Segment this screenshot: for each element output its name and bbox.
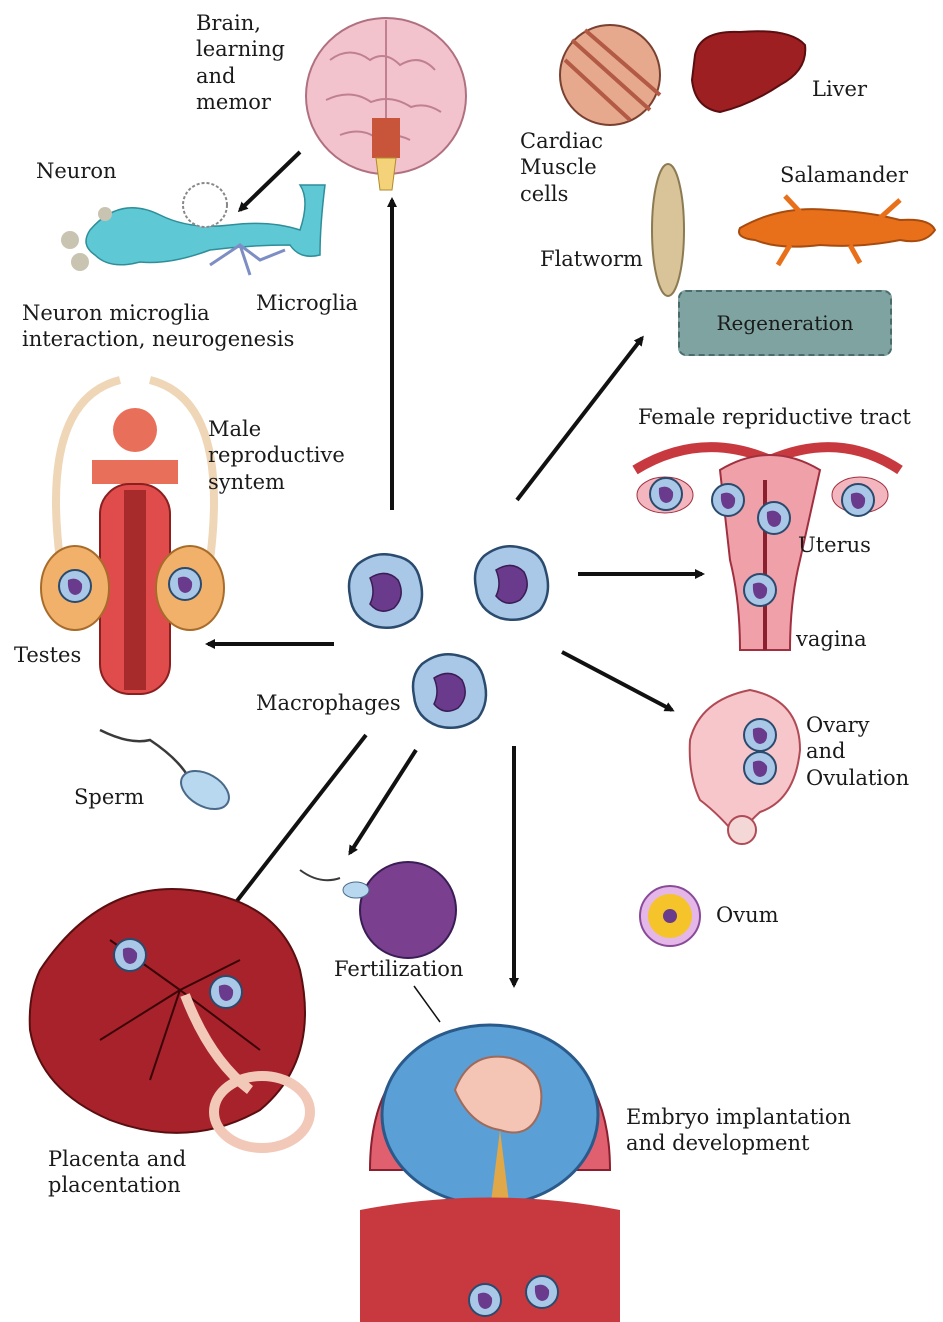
testes-label: Testes xyxy=(14,642,81,668)
arrow-brain-label xyxy=(240,152,300,210)
cardiac-label: Cardiac Muscle cells xyxy=(520,128,603,207)
ovum-label: Ovum xyxy=(716,902,779,928)
flatworm-icon xyxy=(652,164,684,296)
arrows xyxy=(208,152,702,1022)
arrow-to-regeneration xyxy=(517,338,642,500)
liver-icon xyxy=(692,31,805,112)
regeneration-box: Regeneration xyxy=(678,290,892,356)
ovary-label: Ovary and Ovulation xyxy=(806,712,909,791)
ovary-icon xyxy=(690,690,800,844)
brain-label: Brain, learning and memor xyxy=(196,10,285,115)
flatworm-label: Flatworm xyxy=(540,246,643,272)
placenta-label: Placenta and placentation xyxy=(48,1146,186,1199)
arrow-to-fertilization xyxy=(350,750,416,853)
embryo-icon xyxy=(360,1025,620,1322)
sperm-label: Sperm xyxy=(74,784,144,810)
macrophages-label: Macrophages xyxy=(256,690,401,716)
female-tract-label: Female repriductive tract xyxy=(638,404,911,430)
arrow-fertilization-embryo xyxy=(414,986,440,1022)
salamander-label: Salamander xyxy=(780,162,908,188)
brain-icon xyxy=(306,18,466,190)
embryo-label: Embryo implantation and development xyxy=(626,1104,851,1157)
neurogenesis-label: Neuron microglia interaction, neurogenes… xyxy=(22,300,294,353)
regeneration-label: Regeneration xyxy=(716,311,853,335)
placenta-icon xyxy=(30,889,310,1148)
uterus-label: Uterus xyxy=(798,532,871,558)
vagina-label: vagina xyxy=(796,626,867,652)
ovum-icon xyxy=(640,886,700,946)
cardiac-cells-icon xyxy=(560,25,660,125)
fertilization-label: Fertilization xyxy=(334,956,463,982)
liver-label: Liver xyxy=(812,76,867,102)
male-reproductive-label: Male reproductive syntem xyxy=(208,416,345,495)
arrow-to-ovary xyxy=(562,652,672,710)
salamander-icon xyxy=(739,196,935,265)
egg-icon xyxy=(300,862,456,958)
neuron-label: Neuron xyxy=(36,158,117,184)
